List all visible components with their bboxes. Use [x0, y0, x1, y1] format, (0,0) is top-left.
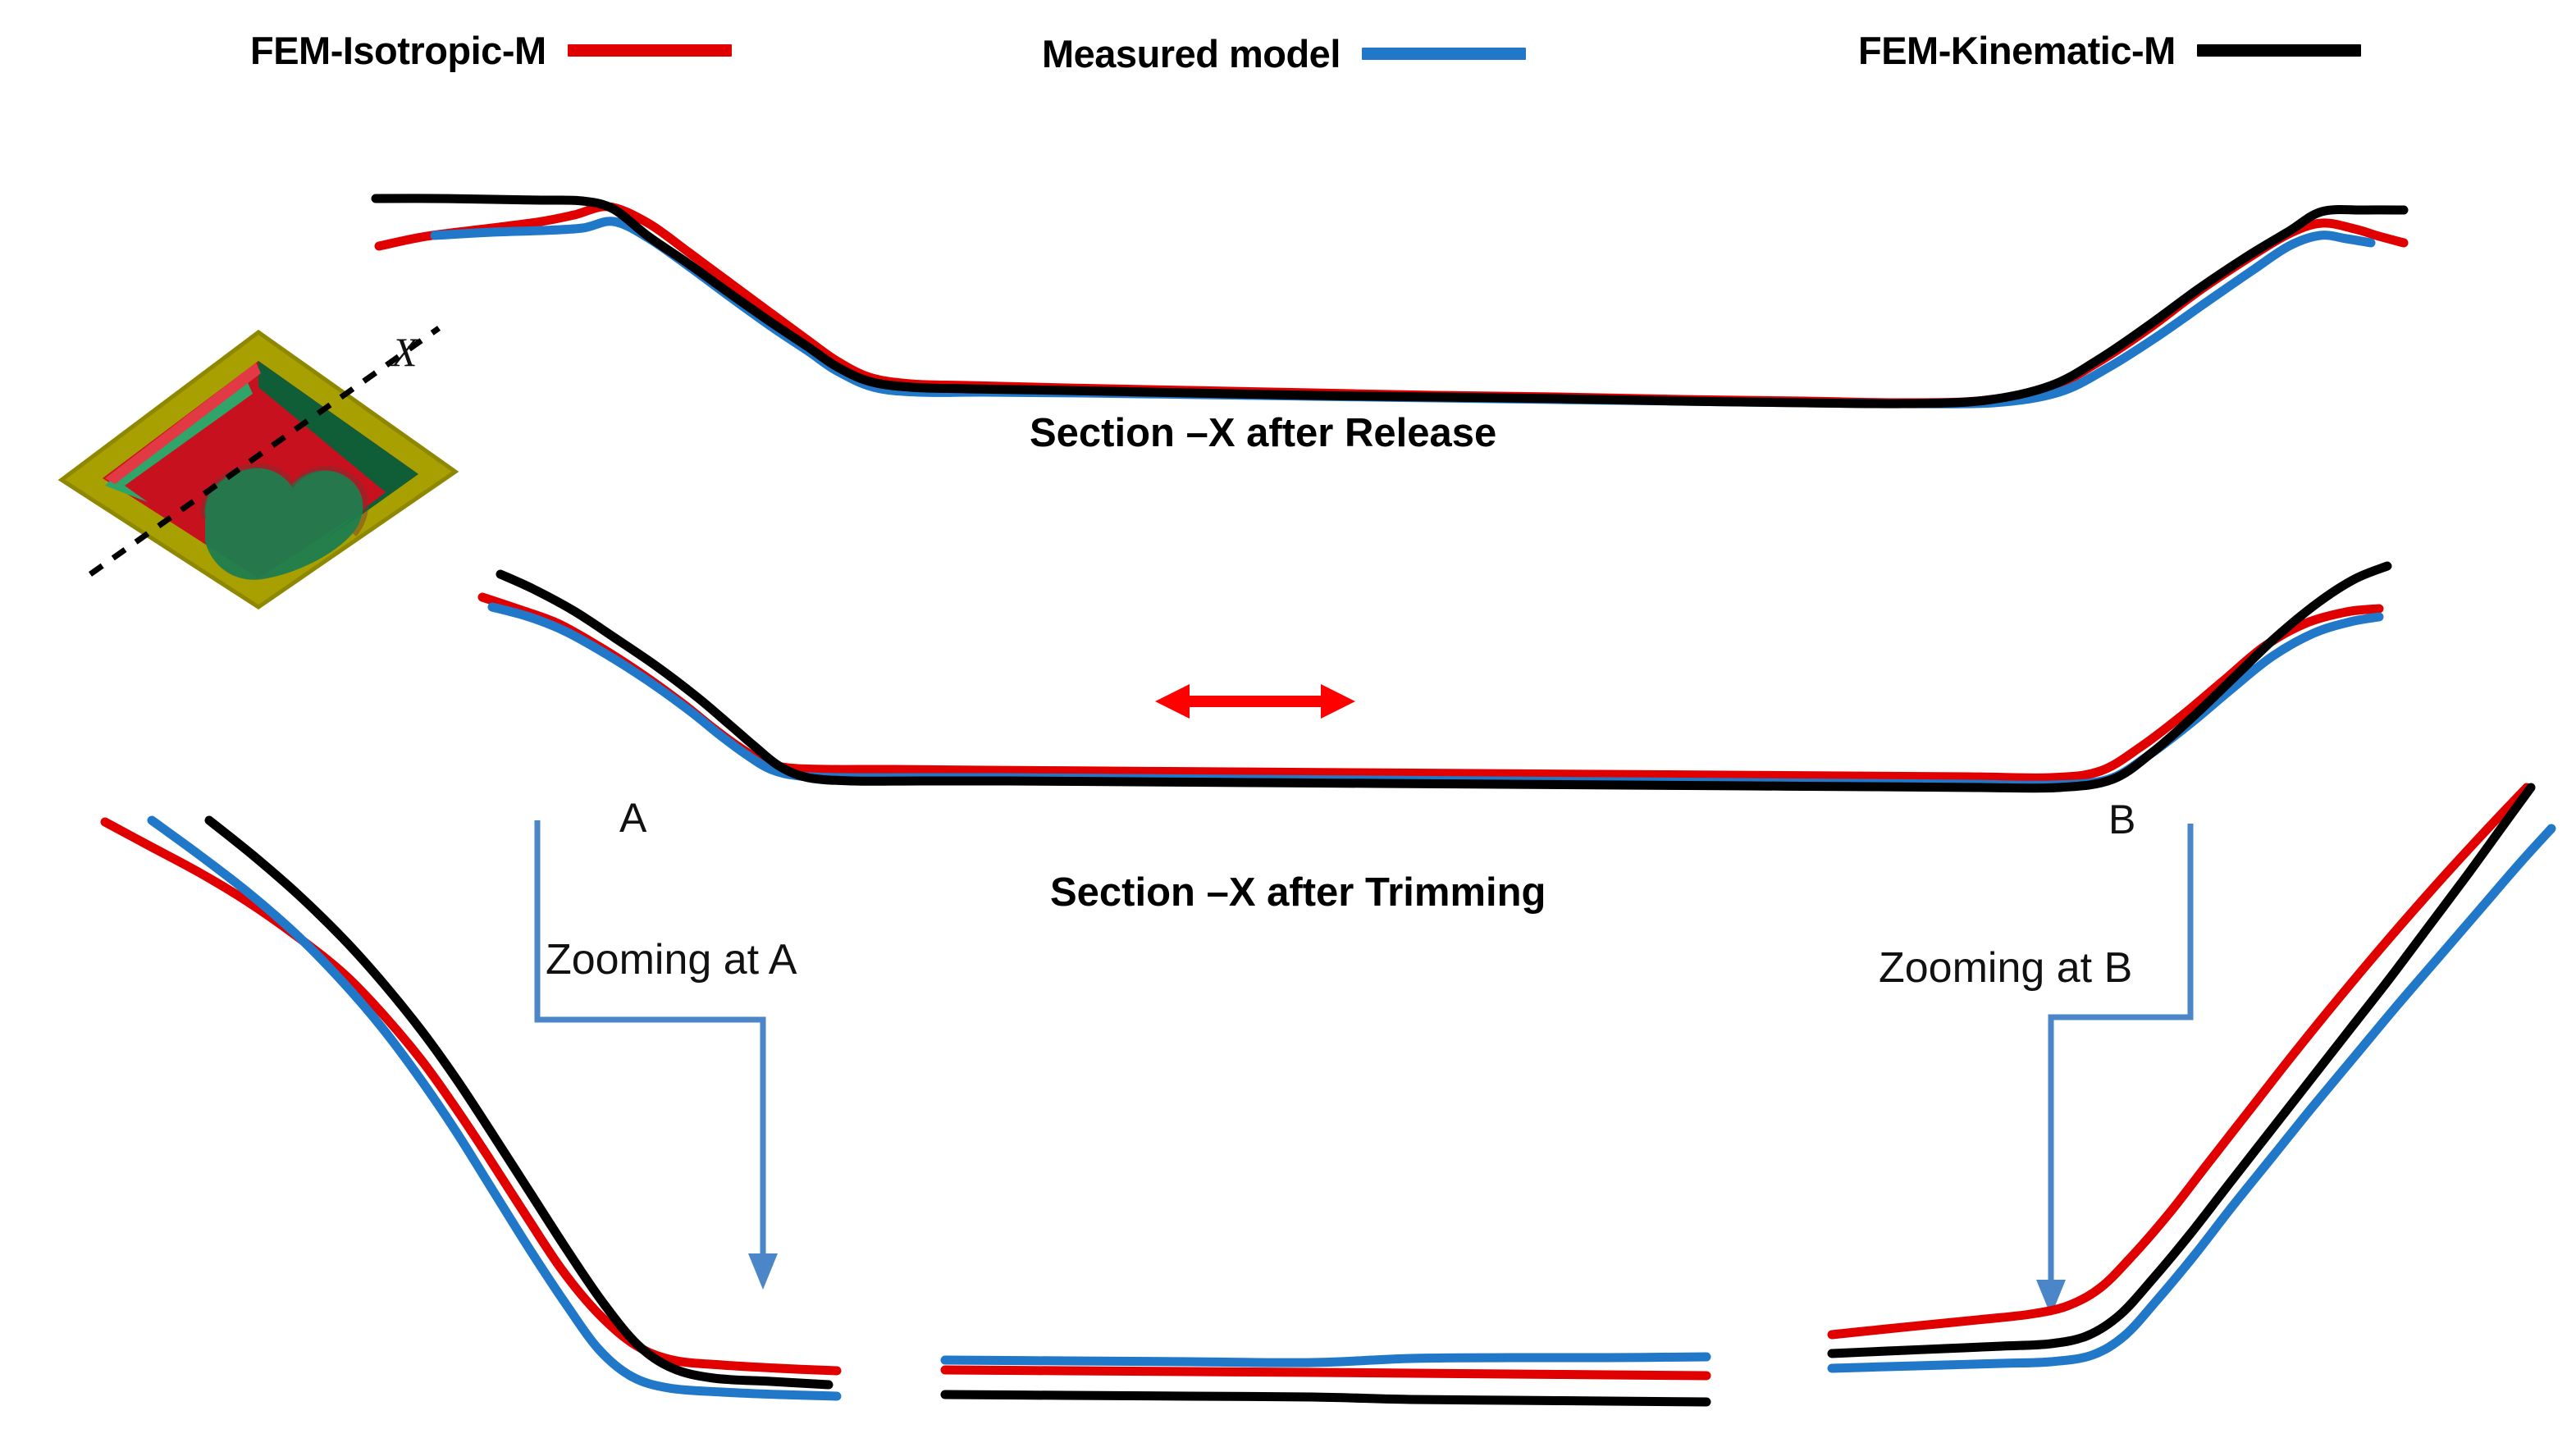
curve-zoom-center-measured-model — [940, 1352, 1711, 1367]
curve-zoom-center-fem-isotropic-m — [940, 1365, 1711, 1381]
inset-pocket-green — [204, 468, 363, 580]
legend-label-fem-isotropic: FEM-Isotropic-M — [250, 29, 546, 72]
leader-zoom-a — [534, 820, 778, 1290]
section-axis-label-x: X — [392, 329, 418, 375]
zoom-annotation-a: Zooming at A — [546, 936, 797, 984]
3d-fem-part-inset — [57, 326, 459, 610]
line-swatch-blue-icon — [1361, 48, 1526, 60]
curve-zoom-at-b-measured-model — [1827, 824, 2556, 1373]
span-double-arrow — [1155, 684, 1355, 719]
legend-item-fem-isotropic: FEM-Isotropic-M — [250, 31, 732, 70]
curve-zoom-at-a-fem-kinematic-m — [204, 815, 834, 1390]
caption-section-x-after-release: Section –X after Release — [1030, 411, 1497, 455]
legend-item-measured-model: Measured model — [1042, 34, 1526, 73]
inset-pocket-shadow — [200, 463, 368, 536]
panel-zoom-at-b — [1827, 783, 2556, 1373]
curve-zoom-at-b-fem-kinematic-m — [1827, 783, 2536, 1358]
legend-label-measured-model: Measured model — [1042, 32, 1341, 75]
inset-wall-green-back — [258, 361, 418, 492]
curve-section-x-after-release-fem-kinematic-m — [371, 194, 2409, 409]
panel-section-x-after-trimming — [477, 561, 2392, 793]
zoom-annotation-b: Zooming at B — [1879, 944, 2133, 992]
curve-zoom-center-fem-kinematic-m — [940, 1390, 1711, 1407]
curve-section-x-after-trimming-fem-isotropic-m — [477, 592, 2384, 783]
curve-zoom-at-b-fem-isotropic-m — [1827, 783, 2532, 1340]
panel-zoom-center — [940, 1352, 1711, 1407]
inset-rim-red — [105, 363, 261, 484]
legend-label-fem-kinematic: FEM-Kinematic-M — [1858, 29, 2176, 72]
point-label-b: B — [2108, 797, 2136, 842]
curve-zoom-at-a-fem-isotropic-m — [100, 817, 842, 1376]
caption-section-x-after-trimming: Section –X after Trimming — [1050, 870, 1546, 915]
legend-item-fem-kinematic: FEM-Kinematic-M — [1858, 31, 2361, 70]
leader-zoom-b — [2036, 824, 2194, 1316]
curve-zoom-at-a-measured-model — [147, 815, 842, 1401]
line-swatch-black-icon — [2196, 44, 2361, 57]
panel-section-x-after-release — [371, 194, 2409, 409]
curve-series-group — [100, 194, 2556, 1407]
panel-zoom-at-a — [100, 815, 842, 1401]
legend: FEM-Isotropic-M Measured model FEM-Kinem… — [0, 25, 2576, 90]
inset-wall-green-left-lower — [105, 480, 148, 502]
line-swatch-red-icon — [567, 44, 732, 57]
point-label-a: A — [619, 795, 647, 841]
curve-section-x-after-trimming-fem-kinematic-m — [496, 561, 2392, 793]
